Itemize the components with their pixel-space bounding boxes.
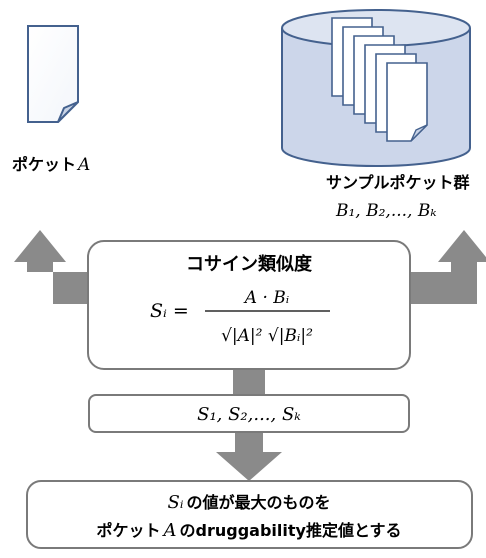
sample-pockets-title: サンプルポケット群 <box>326 173 470 192</box>
formula-denominator: √|A|² √|Bᵢ|² <box>221 326 313 346</box>
arrow-to-sample-pockets <box>410 230 486 304</box>
pocket-a-document-icon <box>27 25 79 123</box>
document-icon <box>386 62 428 142</box>
formula-numerator: A · Bᵢ <box>243 288 289 308</box>
sample-pockets-set: B₁, B₂,..., Bₖ <box>335 201 437 221</box>
formula-lhs: Sᵢ = <box>150 300 189 322</box>
scores-box: S₁, S₂,..., Sₖ <box>88 394 410 433</box>
arrow-to-scores <box>233 368 265 394</box>
cosine-similarity-box: コサイン類似度 Sᵢ = A · Bᵢ √|A|² √|Bᵢ|² <box>87 240 411 370</box>
arrow-to-result <box>216 432 282 481</box>
sample-pocket-document-stack <box>331 17 428 142</box>
arrow-to-pocket-a <box>14 230 87 304</box>
cosine-similarity-title: コサイン類似度 <box>186 253 313 275</box>
scores-list: S₁, S₂,..., Sₖ <box>197 404 301 425</box>
